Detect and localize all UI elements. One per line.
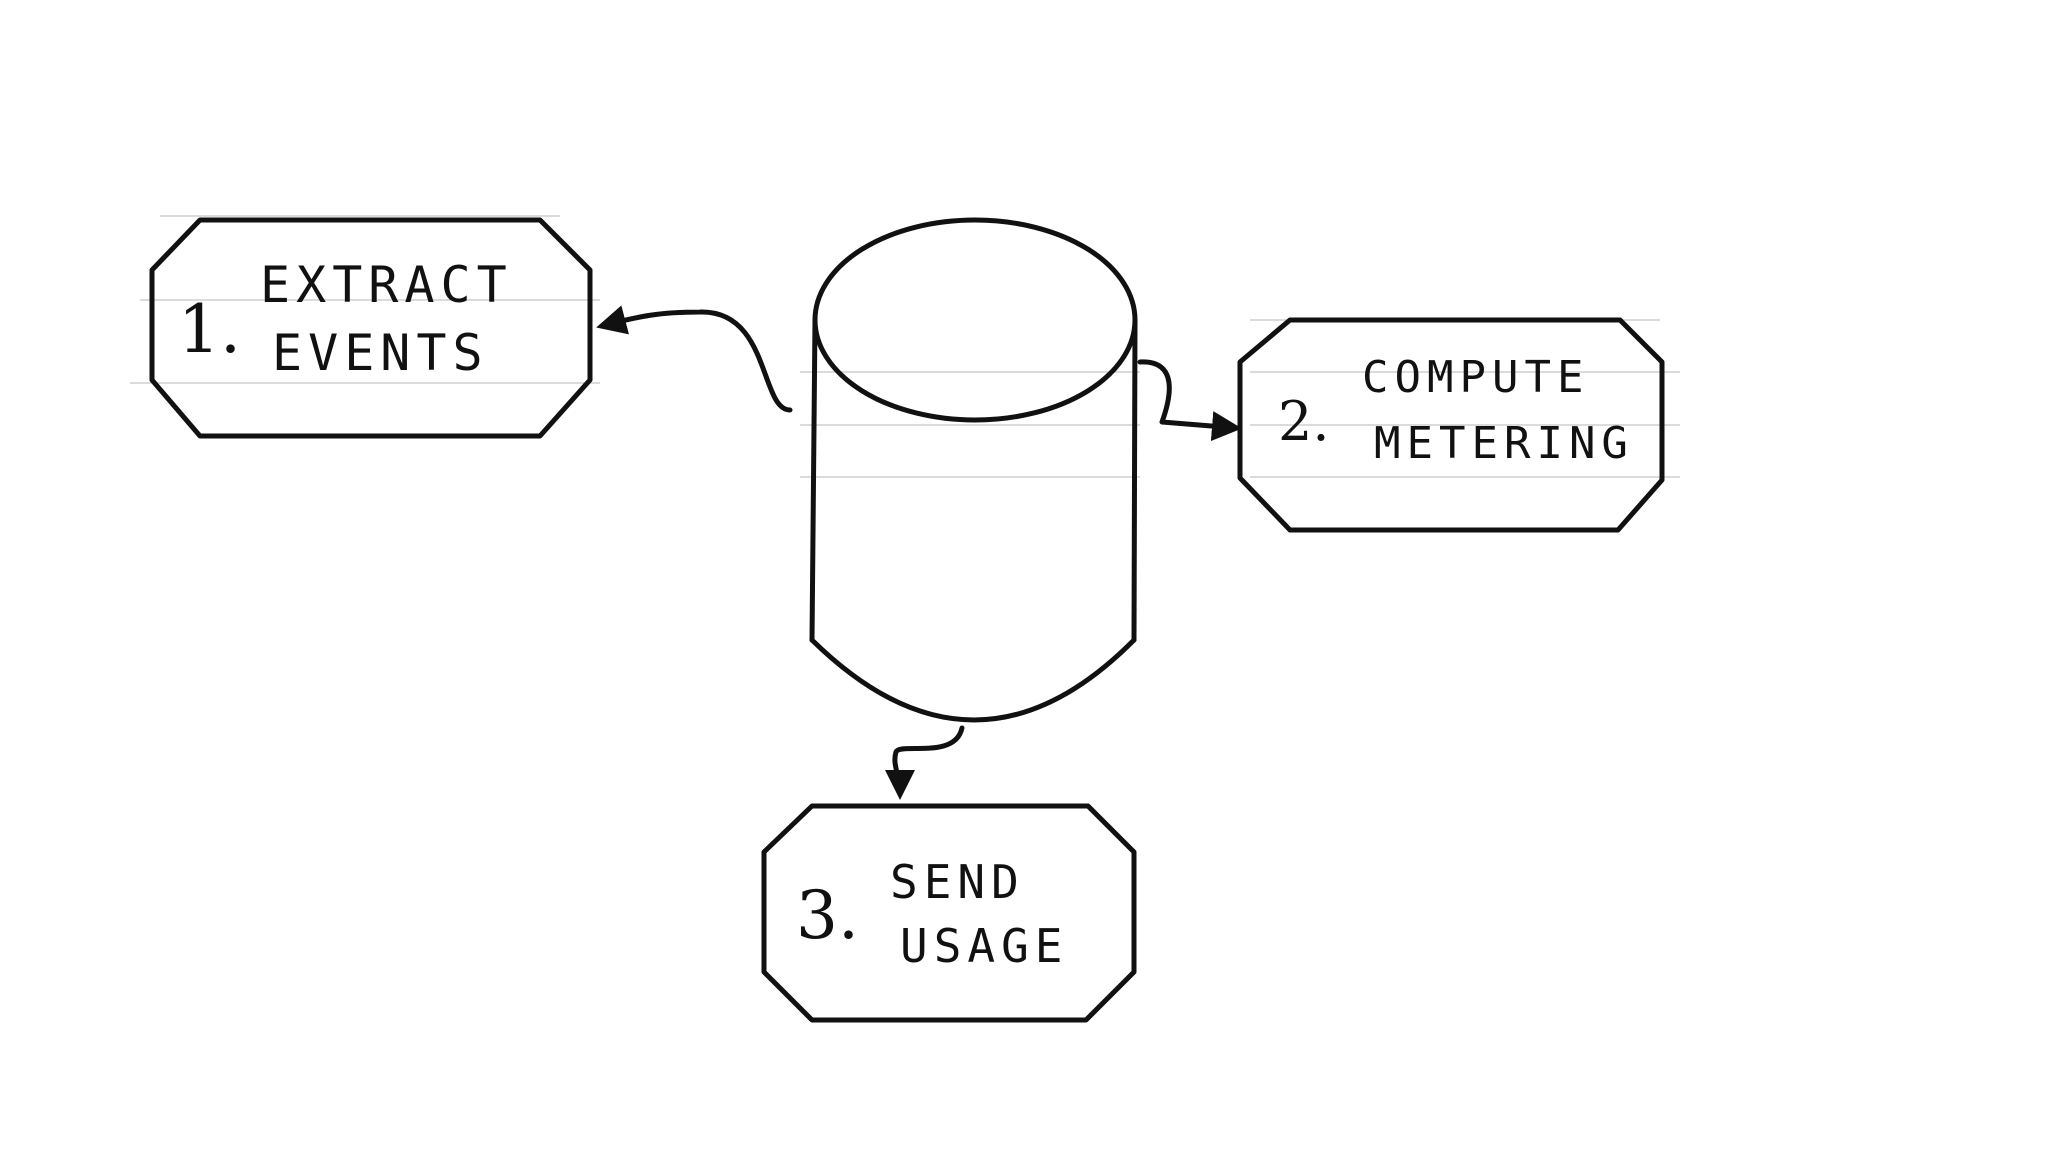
- step-send-box: [761, 803, 1137, 1023]
- step-send-number: 3.: [796, 877, 859, 954]
- step-send-usage: 3. SEND USAGE: [761, 803, 1137, 1023]
- arrow-store-to-send: [884, 725, 965, 800]
- step-extract-line1: EXTRACT: [260, 256, 513, 314]
- step-compute-line2: METERING: [1374, 418, 1634, 469]
- step-extract-box: [149, 217, 593, 439]
- step-compute-number: 2.: [1278, 390, 1330, 453]
- step-send-line2: USAGE: [900, 919, 1068, 973]
- step-compute-metering: 2. COMPUTE METERING: [1237, 317, 1665, 533]
- data-store-cylinder: [809, 217, 1138, 723]
- cylinder-top: [812, 217, 1138, 423]
- step-extract-number: 1.: [178, 291, 241, 368]
- arrow-store-to-compute: [1137, 359, 1242, 442]
- step-extract-line2: EVENTS: [272, 324, 489, 382]
- step-compute-line1: COMPUTE: [1362, 352, 1589, 403]
- cylinder-bottom: [809, 637, 1137, 723]
- step-send-line1: SEND: [890, 855, 1025, 909]
- step-compute-box: [1237, 317, 1665, 533]
- cylinder-right-side: [1131, 317, 1138, 643]
- arrow-store-to-extract: [596, 305, 793, 413]
- step-extract-events: 1. EXTRACT EVENTS: [149, 217, 593, 439]
- cylinder-left-side: [809, 317, 818, 643]
